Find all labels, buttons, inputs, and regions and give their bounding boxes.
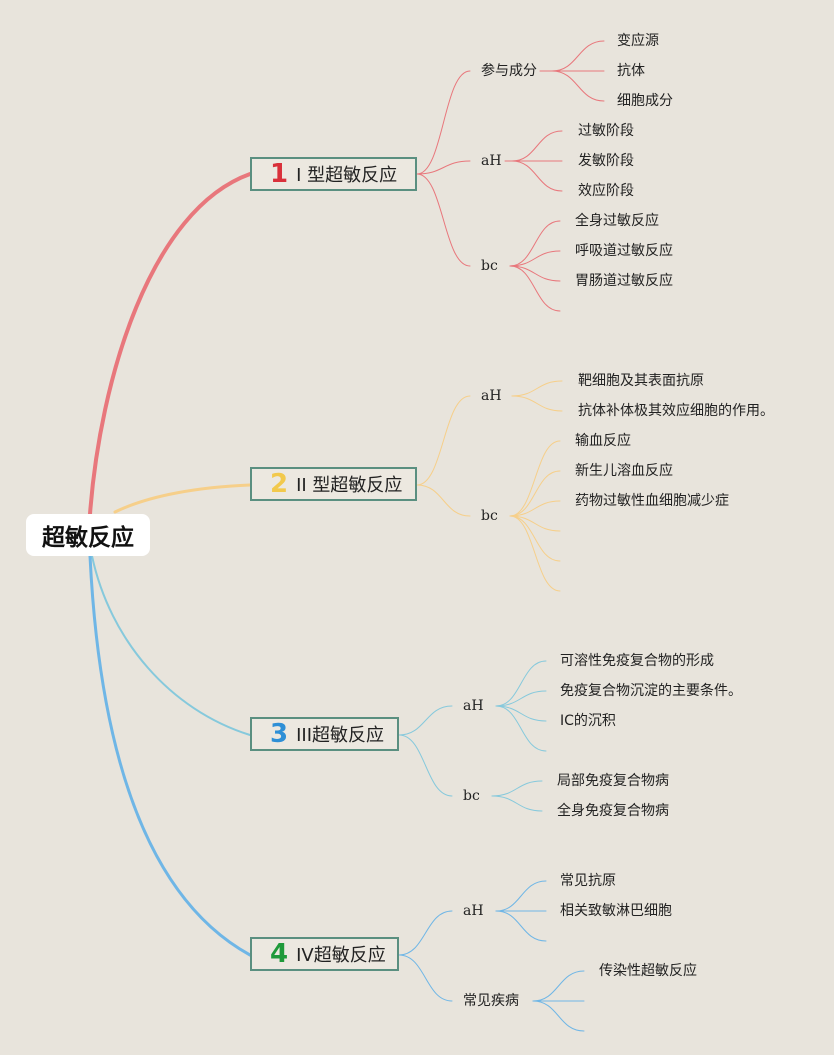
type-2-group-link-0 bbox=[416, 395, 471, 486]
type-1-group-components[interactable]: 参与成分 bbox=[481, 63, 537, 79]
type-1-item-systemic[interactable]: 全身过敏反应 bbox=[575, 213, 659, 229]
type-3-group-bc[interactable]: bc bbox=[463, 788, 480, 804]
type-4-group-diseases[interactable]: 常见疾病 bbox=[463, 993, 519, 1009]
type-4-ah-link-2 bbox=[495, 910, 547, 942]
type-1-item-respiratory[interactable]: 呼吸道过敏反应 bbox=[575, 243, 673, 259]
type-3-label: III超敏反应 bbox=[296, 725, 385, 746]
type-1-components-link-0 bbox=[551, 40, 605, 72]
type-4-group-link-0 bbox=[398, 910, 453, 956]
type-1-item-antibody[interactable]: 抗体 bbox=[617, 63, 645, 79]
type-1-bc-link-3 bbox=[509, 265, 561, 312]
type-3-item-ic-deposition[interactable]: IC的沉积 bbox=[560, 713, 616, 729]
type-3-ah-link-0 bbox=[495, 660, 547, 707]
type-1-components-link-2 bbox=[551, 70, 605, 102]
type-2-ah-link-1 bbox=[511, 395, 563, 412]
type-4-label: IV超敏反应 bbox=[296, 945, 386, 966]
type-2-group-ah[interactable]: aH bbox=[481, 388, 502, 404]
type-1-group-link-1 bbox=[416, 160, 471, 175]
root-label: 超敏反应 bbox=[42, 525, 134, 551]
type-2-item-target-cells[interactable]: 靶细胞及其表面抗原 bbox=[578, 373, 704, 389]
type-3-group-link-1 bbox=[398, 734, 453, 797]
type-1-group-ah[interactable]: aH bbox=[481, 153, 502, 169]
number-4-icon: 4 bbox=[270, 939, 289, 969]
type-2-bc-link-1 bbox=[509, 470, 561, 517]
type-1-node[interactable]: 1 Ⅰ 型超敏反应 bbox=[250, 157, 417, 191]
type-3-ah-link-3 bbox=[495, 705, 547, 752]
type-1-item-triggering[interactable]: 发敏阶段 bbox=[578, 153, 634, 169]
type-2-node[interactable]: 2 II 型超敏反应 bbox=[250, 467, 417, 501]
root-link-type-1 bbox=[88, 172, 252, 516]
type-2-item-transfusion[interactable]: 输血反应 bbox=[575, 433, 631, 449]
type-4-node[interactable]: 4 IV超敏反应 bbox=[250, 937, 399, 971]
type-1-item-cells[interactable]: 细胞成分 bbox=[617, 93, 673, 109]
type-4-diseases-link-0 bbox=[532, 970, 585, 1002]
type-1-group-link-0 bbox=[416, 70, 471, 175]
type-3-bc-link-1 bbox=[491, 795, 543, 812]
type-4-item-sensitized-lymphocytes[interactable]: 相关致敏淋巴细胞 bbox=[560, 903, 672, 919]
type-3-bc-link-0 bbox=[491, 780, 543, 797]
type-4-ah-link-0 bbox=[495, 880, 547, 912]
type-1-label: Ⅰ 型超敏反应 bbox=[296, 165, 398, 186]
type-2-label: II 型超敏反应 bbox=[296, 475, 403, 496]
type-3-group-link-0 bbox=[398, 705, 453, 736]
type-3-item-local-ic[interactable]: 局部免疫复合物病 bbox=[557, 773, 669, 789]
type-1-bc-link-2 bbox=[509, 265, 561, 282]
type-1-group-link-2 bbox=[416, 173, 471, 267]
number-1-icon: 1 bbox=[270, 159, 289, 189]
type-4-item-infectious[interactable]: 传染性超敏反应 bbox=[599, 963, 697, 979]
type-2-bc-link-5 bbox=[509, 515, 561, 592]
number-3-icon: 3 bbox=[270, 719, 289, 749]
type-2-item-drug-cytopenia[interactable]: 药物过敏性血细胞减少症 bbox=[575, 493, 729, 509]
type-1-item-sensitization[interactable]: 过敏阶段 bbox=[578, 123, 634, 139]
root-node[interactable]: 超敏反应 bbox=[26, 514, 150, 556]
type-2-group-link-1 bbox=[416, 484, 471, 517]
type-3-item-soluble-ic[interactable]: 可溶性免疫复合物的形成 bbox=[560, 653, 714, 669]
type-3-item-ic-conditions[interactable]: 免疫复合物沉淀的主要条件。 bbox=[560, 683, 742, 699]
type-2-bc-link-0 bbox=[509, 440, 561, 517]
type-1-item-effector[interactable]: 效应阶段 bbox=[578, 183, 634, 199]
type-2-item-antibody-complement[interactable]: 抗体补体极其效应细胞的作用。 bbox=[578, 403, 774, 419]
type-1-ah-link-0 bbox=[511, 130, 563, 162]
root-link-type-4 bbox=[88, 554, 252, 957]
type-3-ah-link-1 bbox=[495, 690, 547, 707]
type-3-group-ah[interactable]: aH bbox=[463, 698, 484, 714]
type-1-item-allergen[interactable]: 变应源 bbox=[617, 33, 659, 49]
root-link-type-2 bbox=[113, 483, 252, 514]
type-4-item-common-antigen[interactable]: 常见抗原 bbox=[560, 873, 616, 889]
type-1-item-gastro[interactable]: 胃肠道过敏反应 bbox=[575, 273, 673, 289]
type-2-ah-link-0 bbox=[511, 380, 563, 397]
number-2-icon: 2 bbox=[270, 469, 289, 499]
type-2-item-newborn-hemolysis[interactable]: 新生儿溶血反应 bbox=[575, 463, 673, 479]
type-3-ah-link-2 bbox=[495, 705, 547, 722]
type-2-bc-link-2 bbox=[509, 500, 561, 517]
root-link-type-3 bbox=[91, 555, 251, 736]
type-1-bc-link-0 bbox=[509, 220, 561, 267]
type-1-group-bc[interactable]: bc bbox=[481, 258, 498, 274]
type-4-group-link-1 bbox=[398, 954, 453, 1002]
type-3-item-systemic-ic[interactable]: 全身免疫复合物病 bbox=[557, 803, 669, 819]
type-2-bc-link-4 bbox=[509, 515, 561, 562]
type-2-group-bc[interactable]: bc bbox=[481, 508, 498, 524]
type-3-node[interactable]: 3 III超敏反应 bbox=[250, 717, 399, 751]
type-4-diseases-link-2 bbox=[532, 1000, 585, 1032]
type-1-ah-link-2 bbox=[511, 160, 563, 192]
type-2-bc-link-3 bbox=[509, 515, 561, 532]
type-1-bc-link-1 bbox=[509, 250, 561, 267]
type-4-group-ah[interactable]: aH bbox=[463, 903, 484, 919]
